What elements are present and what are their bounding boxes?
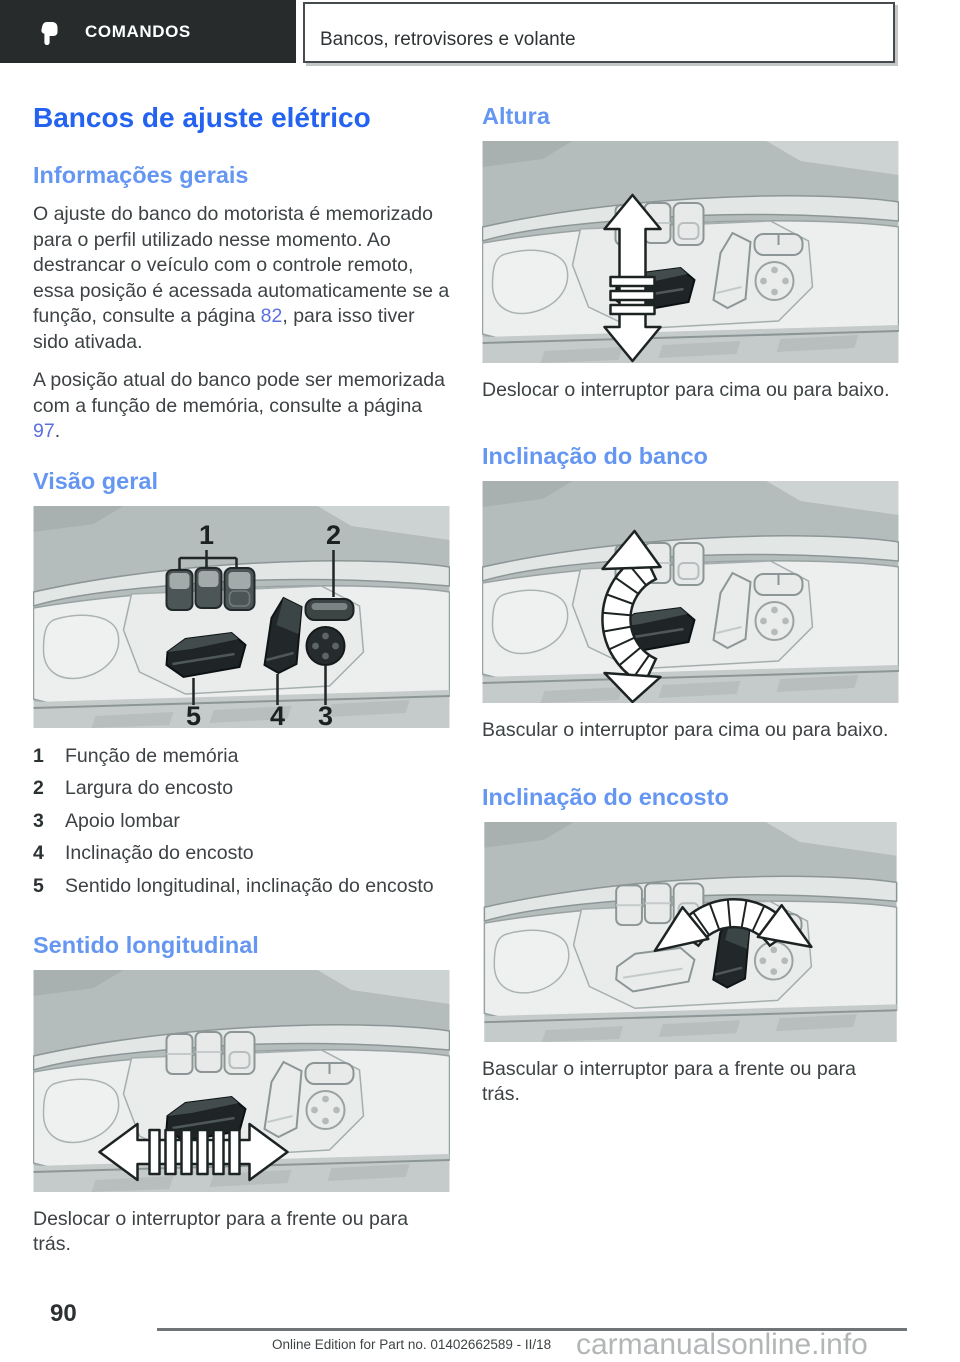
lumbar-button [753, 940, 794, 981]
seat-controls-height-illustration [482, 141, 899, 363]
paragraph-text: . [54, 420, 61, 442]
legend-number: 1 [33, 744, 44, 767]
page-link-82[interactable]: 82 [260, 305, 283, 327]
figure-height [482, 141, 899, 363]
paragraph-text: O ajuste do banco do motorista é memoriz… [33, 203, 450, 327]
chapter-label: COMANDOS [85, 21, 191, 41]
legend-label: Função de memória [65, 744, 239, 767]
page-number: 90 [50, 1300, 77, 1327]
paragraph-text: A posição atual do banco pode ser memori… [33, 369, 445, 417]
seat-panel [33, 505, 450, 728]
figure-seat-tilt [482, 481, 899, 703]
seat-panel [482, 481, 899, 703]
callout-5: 5 [186, 701, 201, 728]
memory-buttons [165, 566, 256, 611]
caption-longitudinal: Deslocar o interruptor para a frente ou … [33, 1208, 409, 1255]
right-column: Altura Deslocar o interruptor para cima … [482, 63, 899, 1107]
backrest-width-button [304, 597, 355, 621]
seat-controls-longitudinal-illustration [33, 970, 450, 1192]
page-link-97[interactable]: 97 [33, 420, 55, 442]
curved-double-arrow-icon [601, 529, 662, 703]
paragraph-general-info-2: A posição atual do banco pode ser memori… [33, 368, 450, 445]
page-title: Bancos de ajuste elétrico [33, 102, 371, 133]
overview-legend: 1 Função de memória 2 Largura do encosto… [33, 744, 450, 900]
legend-number: 4 [33, 842, 44, 864]
chapter-tab: COMANDOS [0, 0, 296, 63]
heading-seat-tilt: Inclinação do banco [482, 443, 708, 469]
lumbar-button [305, 625, 346, 666]
paragraph-general-info-1: O ajuste do banco do motorista é memoriz… [33, 202, 450, 355]
edition-note: Online Edition for Part no. 01402662589 … [272, 1337, 552, 1352]
heading-backrest-tilt: Inclinação do encosto [482, 784, 729, 810]
pointing-hand-icon [41, 21, 58, 45]
caption-height: Deslocar o interruptor para cima ou para… [482, 379, 890, 401]
legend-number: 5 [33, 874, 44, 897]
callout-lines [178, 549, 335, 705]
section-title: Bancos, retrovisores e volante [320, 29, 576, 50]
legend-item: 3 Apoio lombar [33, 809, 450, 835]
paragraph-text: , para isso tiver sido ativada. [33, 305, 415, 353]
legend-item: 5 Sentido longitudinal, inclinação do en… [33, 874, 450, 900]
lumbar-button [305, 1090, 346, 1130]
seat-controls-backrest-tilt-illustration [483, 822, 898, 1042]
seat-panel [482, 141, 899, 363]
legend-label: Largura do encosto [65, 777, 234, 799]
double-arrow-horizontal-icon [98, 1122, 289, 1182]
figure-overview: 1 2 5 4 3 [33, 505, 450, 728]
backrest-width-button [304, 1062, 355, 1085]
figure-backrest-tilt [482, 822, 899, 1042]
seat-controls-overview-illustration: 1 2 5 4 3 [33, 505, 450, 728]
callout-3: 3 [318, 701, 333, 728]
seat-controls-seat-tilt-illustration [482, 481, 899, 703]
callout-1: 1 [199, 520, 214, 550]
legend-item: 1 Função de memória [33, 744, 450, 770]
legend-number: 3 [33, 809, 44, 832]
heading-overview: Visão geral [33, 467, 158, 494]
footer-rule [157, 1328, 907, 1331]
double-arrow-vertical-icon [603, 193, 662, 363]
legend-label: Inclinação do encosto [65, 842, 254, 864]
memory-buttons [165, 1031, 256, 1075]
caption-backrest-tilt: Bascular o interruptor para a frente ou … [482, 1058, 856, 1105]
section-title-box: Bancos, retrovisores e volante [303, 2, 895, 63]
legend-label: Apoio lombar [65, 809, 180, 832]
callout-2: 2 [326, 520, 341, 550]
callout-4: 4 [270, 701, 285, 728]
fan-double-arrow-icon [653, 898, 813, 953]
heading-general-info: Informações gerais [33, 162, 249, 188]
lumbar-button [754, 601, 795, 641]
caption-seat-tilt: Bascular o interruptor para cima ou para… [482, 719, 889, 741]
backrest-width-button [753, 573, 804, 596]
legend-item: 2 Largura do encosto [33, 776, 450, 802]
legend-item: 4 Inclinação do encosto [33, 841, 450, 867]
backrest-width-button [753, 233, 804, 256]
legend-number: 2 [33, 777, 44, 799]
figure-longitudinal [33, 970, 450, 1192]
heading-longitudinal: Sentido longitudinal [33, 932, 259, 958]
watermark: carmanualsonline.info [576, 1328, 868, 1361]
left-column: Bancos de ajuste elétrico Informações ge… [33, 63, 450, 1257]
legend-label: Sentido longitudinal, inclinação do enco… [65, 874, 434, 897]
heading-height: Altura [482, 103, 550, 129]
lumbar-button [754, 261, 795, 301]
